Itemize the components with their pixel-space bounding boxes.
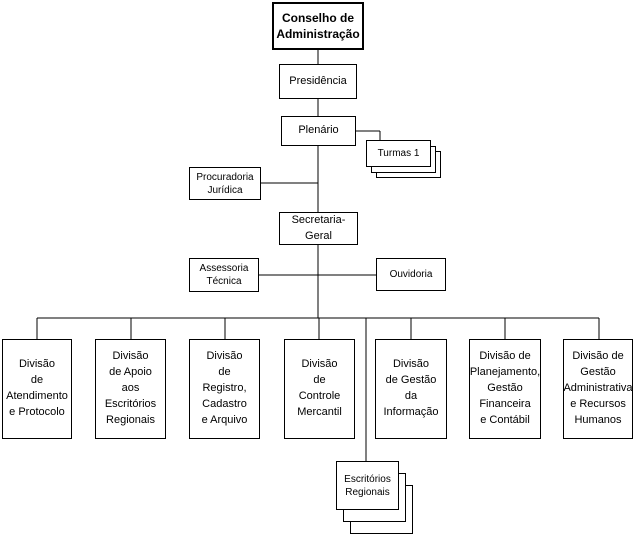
box-divisao-atendimento: Divisão de Atendimento e Protocolo [2, 339, 72, 439]
box-conselho: Conselho de Administração [272, 2, 364, 50]
box-divisao-planejamento: Divisão de Planejamento, Gestão Financei… [469, 339, 541, 439]
box-turmas: Turmas 1 [366, 140, 431, 167]
box-divisao-informacao: Divisão de Gestão da Informação [375, 339, 447, 439]
box-divisao-controle: Divisão de Controle Mercantil [284, 339, 355, 439]
box-secretaria: Secretaria-Geral [279, 212, 358, 245]
box-divisao-apoio: Divisão de Apoio aos Escritórios Regiona… [95, 339, 166, 439]
box-presidencia: Presidência [279, 64, 357, 99]
box-assessoria: Assessoria Técnica [189, 258, 259, 292]
box-escritorios-regionais: Escritórios Regionais [336, 461, 399, 510]
box-plenario: Plenário [281, 116, 356, 146]
box-divisao-gestao-administrativa: Divisão de Gestão Administrativa e Recur… [563, 339, 633, 439]
box-ouvidoria: Ouvidoria [376, 258, 446, 291]
box-procuradoria: Procuradoria Jurídica [189, 167, 261, 200]
box-divisao-registro: Divisão de Registro, Cadastro e Arquivo [189, 339, 260, 439]
